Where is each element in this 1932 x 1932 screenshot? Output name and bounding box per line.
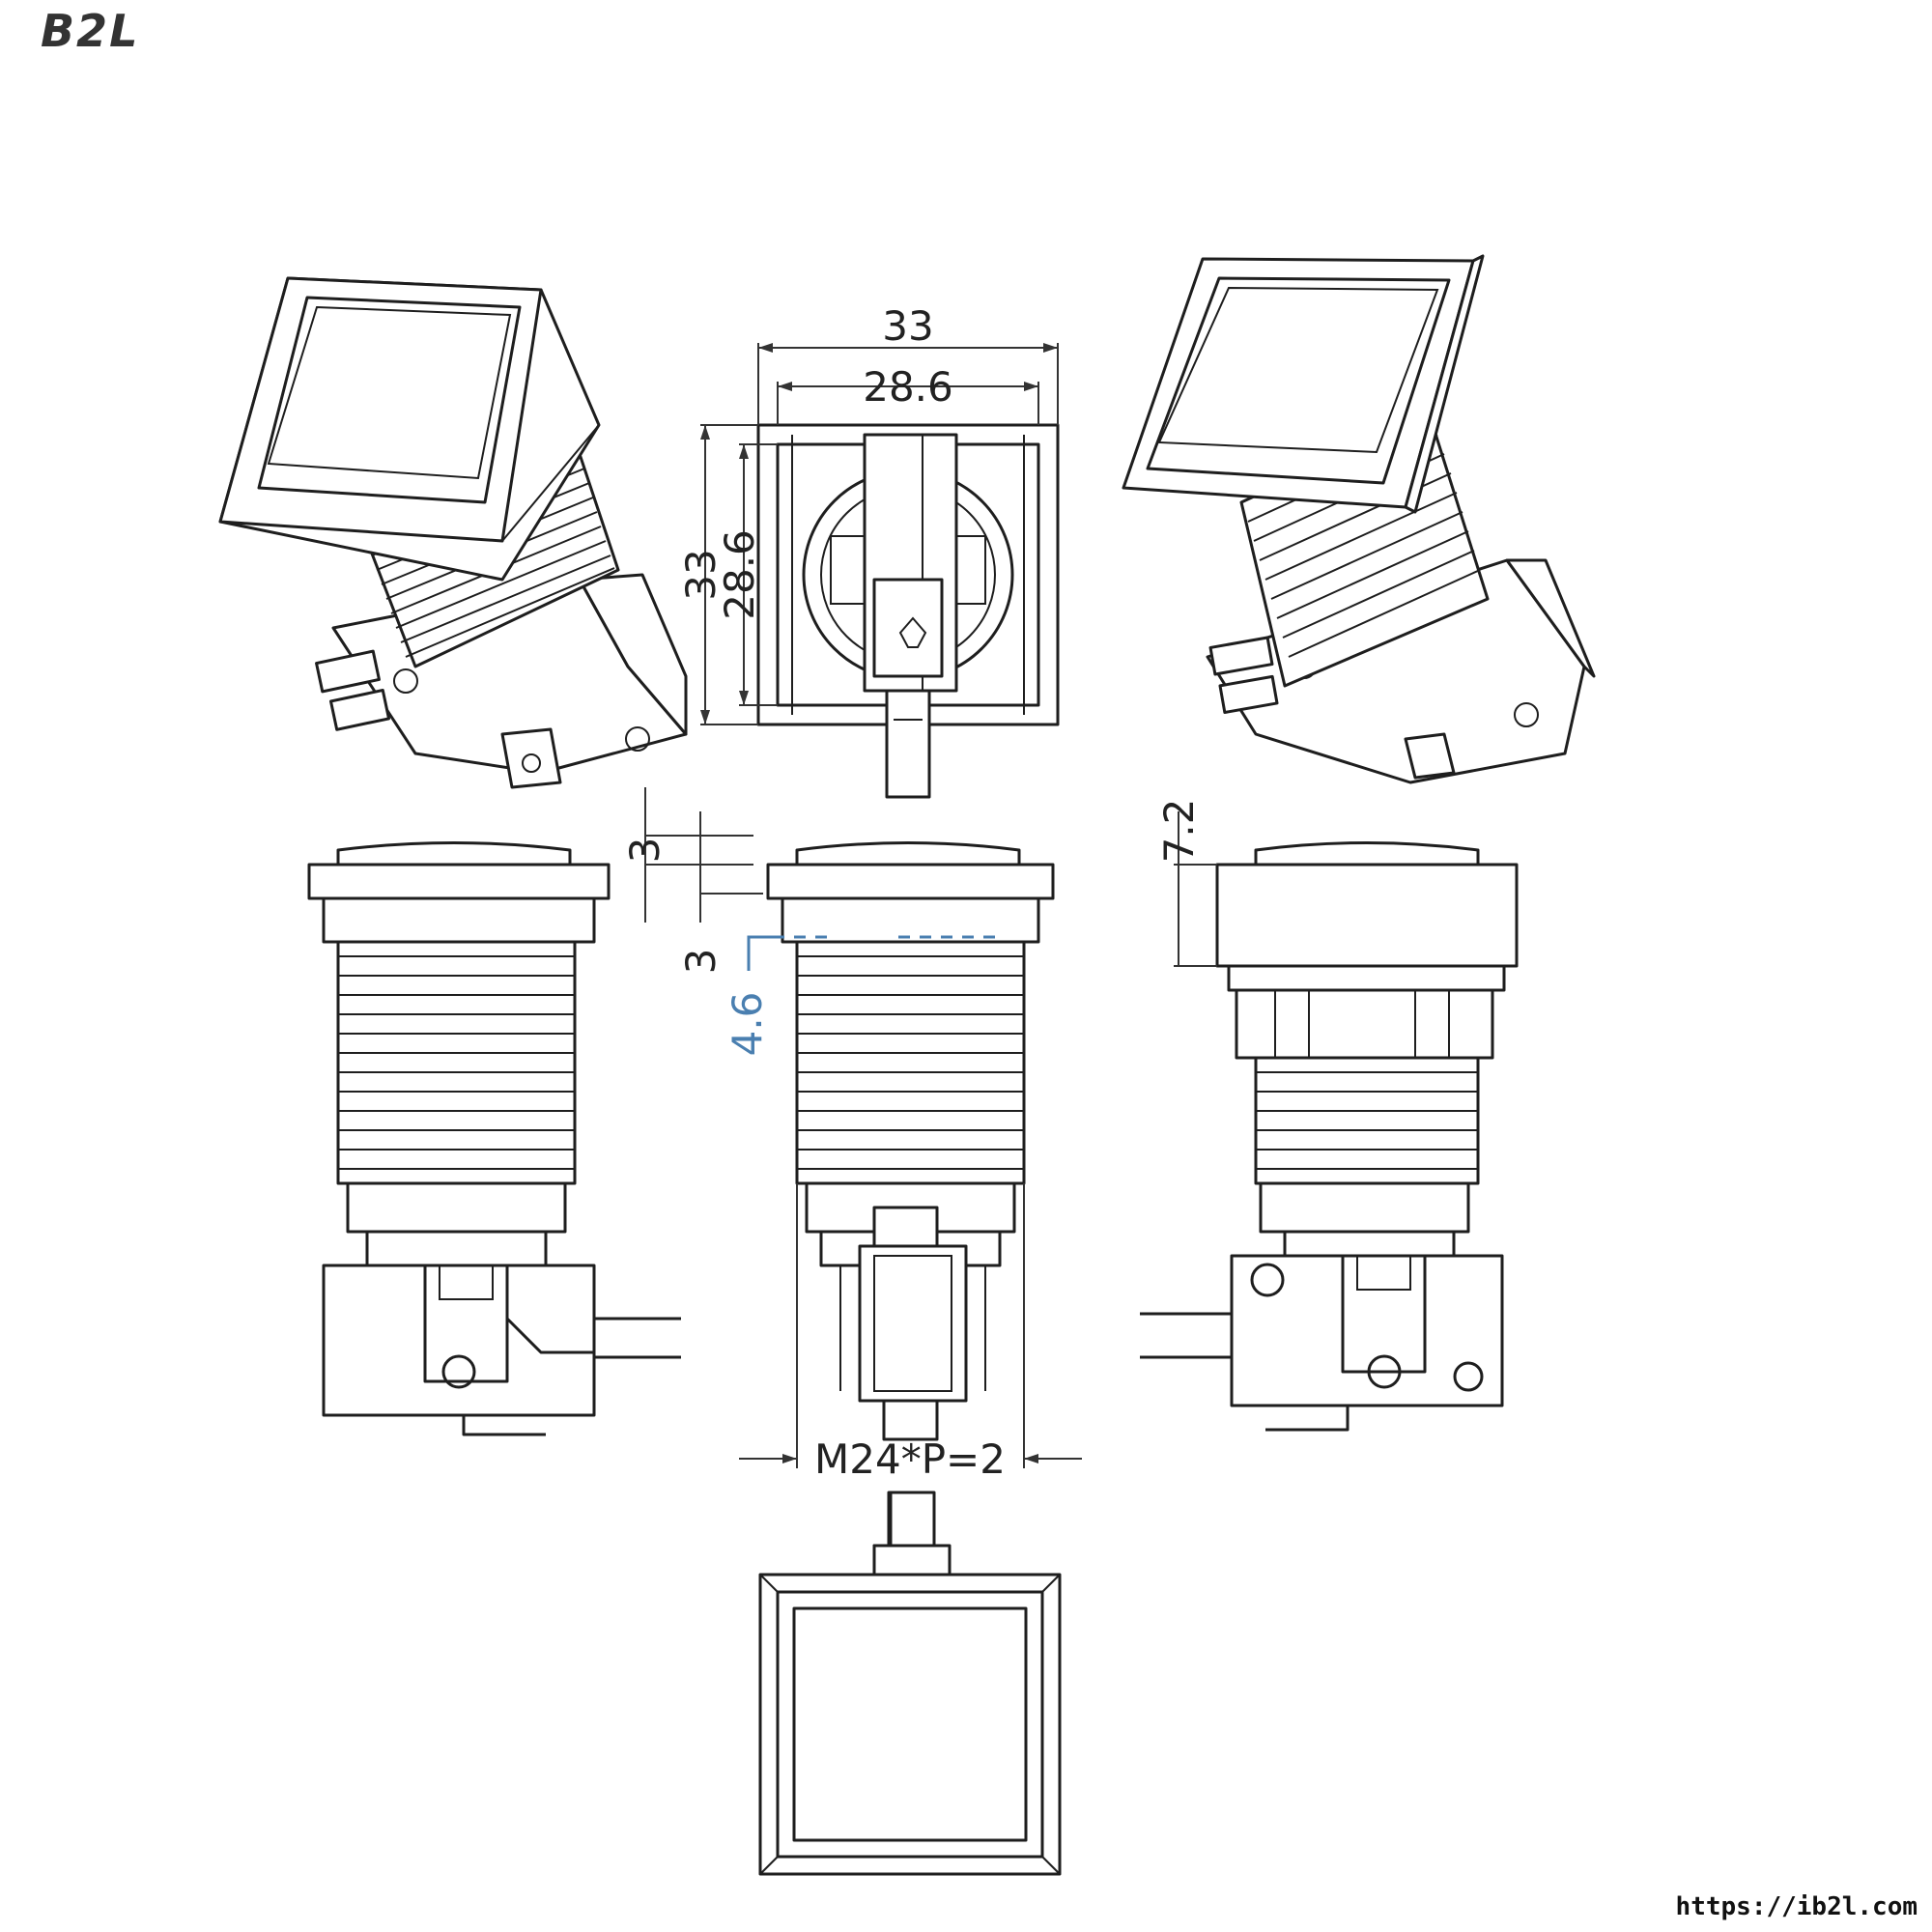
dim-cap-height-a: 3: [621, 838, 668, 864]
front-view: [758, 1491, 1062, 1876]
dim-bezel-depth: 4.6: [724, 992, 771, 1057]
dim-top-height-outer: 33: [677, 549, 724, 600]
side-view-center: M24*P=2 3 3 4.6: [621, 787, 1082, 1572]
top-view: 33 28.6 33 28.6: [677, 302, 1060, 799]
iso-view-right: [1122, 254, 1596, 784]
iso-view-left: [218, 276, 688, 789]
brand-logo: B2L: [41, 5, 139, 57]
dim-cap-height-b: 3: [677, 949, 724, 975]
dim-top-width-outer: 33: [882, 302, 933, 350]
side-view-right: 7.2: [1140, 799, 1519, 1432]
side-view-left: [307, 841, 681, 1436]
dim-thread: M24*P=2: [814, 1435, 1006, 1483]
dim-side-height: 7.2: [1155, 799, 1203, 864]
dim-top-height-inner: 28.6: [716, 529, 763, 620]
website-url[interactable]: https://ib2l.com: [1676, 1892, 1918, 1921]
dim-top-width-inner: 28.6: [863, 363, 953, 411]
